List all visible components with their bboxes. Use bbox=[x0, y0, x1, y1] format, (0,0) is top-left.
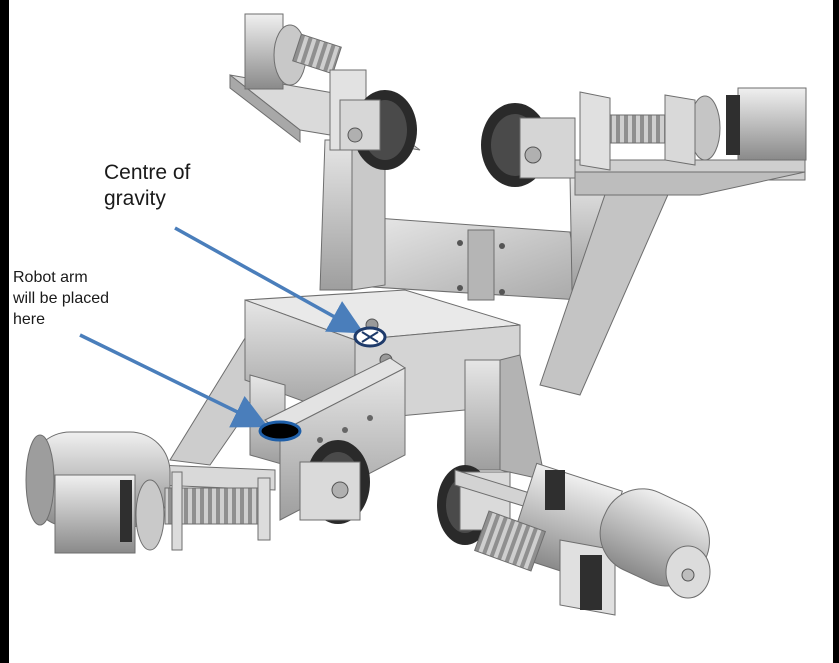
centre-of-gravity-arrow bbox=[174, 226, 365, 334]
front-right-drive-module bbox=[437, 462, 711, 616]
left-border bbox=[0, 0, 9, 663]
top-left-drive-module bbox=[229, 13, 421, 170]
robot-arm-arrow bbox=[79, 333, 269, 428]
top-right-drive-module bbox=[481, 87, 807, 196]
front-left-drive-module bbox=[25, 431, 370, 554]
right-border bbox=[833, 0, 839, 663]
robot-arm-label: Robot arm will be placed here bbox=[13, 269, 110, 328]
centre-of-gravity-marker-icon bbox=[353, 326, 387, 348]
robot-arm-mount-marker-icon bbox=[258, 420, 302, 442]
centre-of-gravity-label: Centre of gravity bbox=[104, 161, 191, 210]
